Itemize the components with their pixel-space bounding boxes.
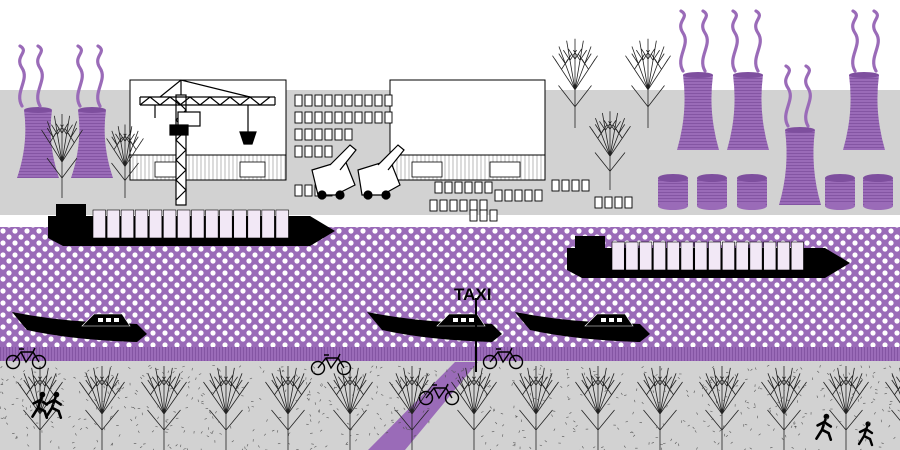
tree-icon bbox=[327, 366, 373, 450]
steam-icon bbox=[731, 9, 739, 73]
tree-icon bbox=[17, 366, 63, 450]
container-row bbox=[551, 179, 590, 192]
tree-icon bbox=[106, 124, 144, 198]
steam-icon bbox=[804, 64, 812, 128]
container-row bbox=[469, 209, 498, 222]
tree-icon bbox=[265, 366, 311, 450]
silo-icon bbox=[737, 174, 767, 210]
steam-icon bbox=[96, 44, 104, 108]
tree-icon bbox=[203, 366, 249, 450]
silo-icon bbox=[697, 174, 727, 210]
trees bbox=[17, 38, 900, 450]
tree-icon bbox=[79, 366, 125, 450]
tree-icon bbox=[699, 366, 745, 450]
tree-icon bbox=[823, 366, 869, 450]
bicycle-icon bbox=[5, 347, 47, 370]
steam-icon bbox=[754, 9, 762, 73]
steam-icon bbox=[701, 9, 709, 73]
container-row bbox=[294, 111, 393, 124]
bicycles bbox=[5, 347, 524, 406]
tree-icon bbox=[575, 366, 621, 450]
tree-icon bbox=[513, 366, 559, 450]
tree-icon bbox=[637, 366, 683, 450]
tree-icon bbox=[389, 366, 435, 450]
tree-icon bbox=[41, 114, 83, 198]
cooling-tower-icon bbox=[71, 107, 113, 178]
crane-icon bbox=[139, 79, 276, 206]
tree-icon bbox=[589, 111, 631, 190]
cooling-tower-icon bbox=[779, 127, 821, 205]
steam-icon bbox=[36, 44, 44, 108]
cooling-tower-icon bbox=[17, 107, 59, 178]
container-row bbox=[594, 196, 633, 209]
tree-icon bbox=[451, 366, 497, 450]
container-row bbox=[294, 128, 353, 141]
river-bank bbox=[0, 347, 900, 361]
steam-icon bbox=[18, 44, 26, 108]
runners bbox=[31, 391, 874, 447]
tree-icon bbox=[761, 366, 807, 450]
silo-icon bbox=[658, 174, 688, 210]
boat-icon bbox=[12, 312, 147, 342]
steam-icon bbox=[872, 9, 880, 73]
silo-icon bbox=[863, 174, 893, 210]
warehouse-left bbox=[129, 79, 287, 181]
container-row bbox=[294, 145, 333, 158]
bicycle-icon bbox=[482, 347, 524, 370]
runner-icon bbox=[45, 391, 63, 420]
silo-icon bbox=[825, 174, 855, 210]
container-row bbox=[294, 94, 393, 107]
bike-path bbox=[368, 362, 478, 450]
cooling-tower-icon bbox=[677, 72, 719, 150]
steam-icon bbox=[679, 9, 687, 73]
container-icon bbox=[92, 209, 289, 239]
cooling-tower-icon bbox=[843, 72, 885, 150]
cooling-tower-icon bbox=[727, 72, 769, 150]
cooling-towers bbox=[17, 9, 885, 205]
barges bbox=[48, 204, 850, 278]
steam-icon bbox=[851, 9, 859, 73]
reach-stacker-left bbox=[311, 144, 357, 200]
tree-icon bbox=[552, 38, 598, 128]
steam-icon bbox=[76, 44, 84, 108]
container-row bbox=[494, 189, 543, 202]
runner-icon bbox=[31, 391, 49, 420]
barge-icon bbox=[567, 236, 850, 278]
boat-icon bbox=[367, 312, 502, 342]
reach-stacker-right bbox=[357, 144, 405, 200]
silos bbox=[658, 174, 893, 210]
bicycle-icon bbox=[418, 383, 460, 406]
bicycle-icon bbox=[310, 353, 352, 376]
steam-icon bbox=[784, 64, 792, 128]
container-row bbox=[434, 181, 493, 194]
container-icon bbox=[611, 241, 804, 271]
container-row bbox=[429, 199, 488, 212]
taxi-label: TAXI bbox=[454, 285, 491, 304]
barge-icon bbox=[48, 204, 335, 246]
container-yard bbox=[294, 94, 633, 222]
boat-icon bbox=[515, 312, 650, 342]
warehouse-right bbox=[389, 79, 546, 181]
taxi-sign-icon: TAXI bbox=[454, 285, 491, 372]
tree-icon bbox=[625, 38, 671, 128]
boats bbox=[12, 312, 650, 342]
